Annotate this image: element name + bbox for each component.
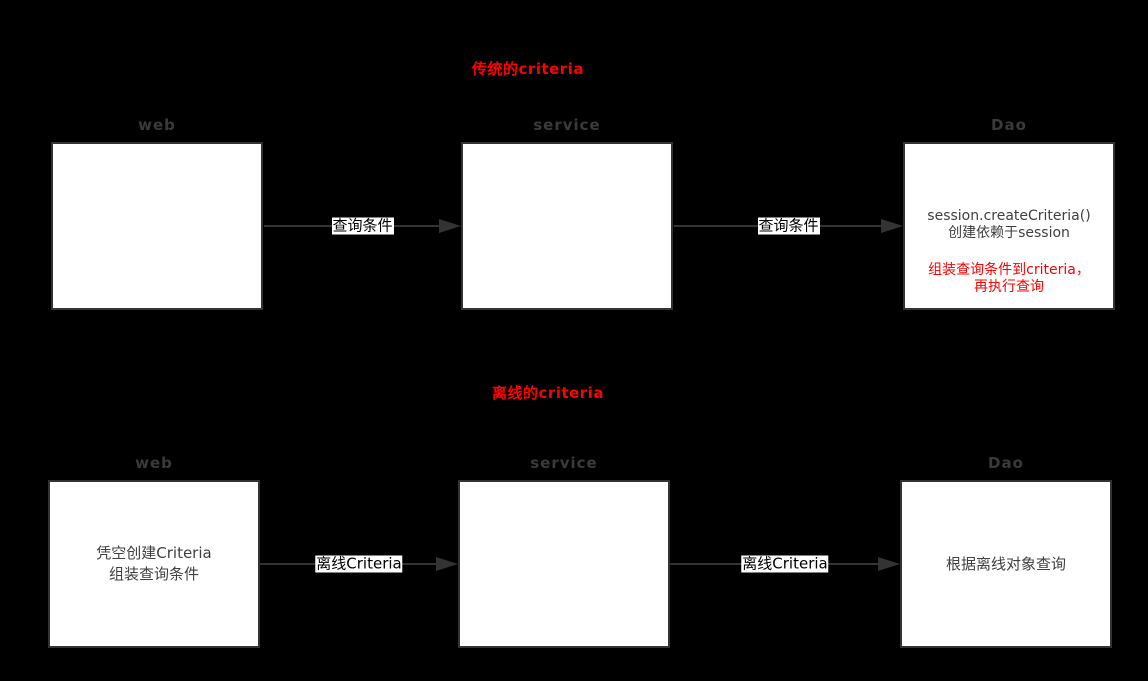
column-service-traditional: service [461,108,673,310]
arrow-head-icon [439,219,461,233]
column-web-offline: web 凭空创建Criteria 组装查询条件 [48,446,260,648]
node-text-line: session.createCriteria() [927,208,1091,224]
arrow-web-to-service-offline: 离线Criteria [260,553,458,575]
arrow-head-icon [436,557,458,571]
section-title-traditional: 传统的criteria [472,60,584,78]
lane-label-service: service [533,116,601,134]
node-text-red-annotation: 组装查询条件到criteria， 再执行查询 [928,262,1090,296]
node-text-dark: session.createCriteria() 创建依赖于session [927,208,1090,242]
arrow-head-icon [878,557,900,571]
node-box-web-offline: 凭空创建Criteria 组装查询条件 [48,480,260,648]
column-dao-offline: Dao 根据离线对象查询 [900,446,1112,648]
node-text-dark: 根据离线对象查询 [946,554,1066,575]
column-dao-traditional: Dao session.createCriteria() 创建依赖于sessio… [903,108,1115,310]
node-text-line: 凭空创建Criteria [96,544,212,562]
node-box-dao-offline: 根据离线对象查询 [900,480,1112,648]
lane-label-web: web [138,116,176,134]
arrow-service-to-dao-traditional: 查询条件 [674,215,903,237]
column-service-offline: service [458,446,670,648]
arrow-label: 查询条件 [331,216,394,235]
lane-label-dao: Dao [991,116,1027,134]
arrow-head-icon [881,219,903,233]
lane-label-web: web [135,454,173,472]
node-box-service-traditional [461,142,673,310]
arrow-label: 离线Criteria [315,554,403,573]
arrow-service-to-dao-offline: 离线Criteria [670,553,900,575]
arrow-label: 查询条件 [757,216,820,235]
node-box-service-offline [458,480,670,648]
node-text-line: 根据离线对象查询 [945,554,1066,573]
node-text-dark: 凭空创建Criteria 组装查询条件 [96,543,211,585]
lane-label-dao: Dao [988,454,1024,472]
node-text-line: 创建依赖于session [948,225,1070,241]
node-box-web-traditional [51,142,263,310]
node-box-dao-traditional: session.createCriteria() 创建依赖于session 组装… [903,142,1115,310]
arrow-web-to-service-traditional: 查询条件 [264,215,461,237]
node-text-line: 组装查询条件 [108,565,199,583]
column-web-traditional: web [51,108,263,310]
node-text-line: 再执行查询 [973,279,1044,295]
arrow-label: 离线Criteria [741,554,829,573]
section-title-offline: 离线的criteria [492,384,604,402]
lane-label-service: service [530,454,598,472]
node-text-line: 组装查询条件到criteria， [928,262,1090,278]
